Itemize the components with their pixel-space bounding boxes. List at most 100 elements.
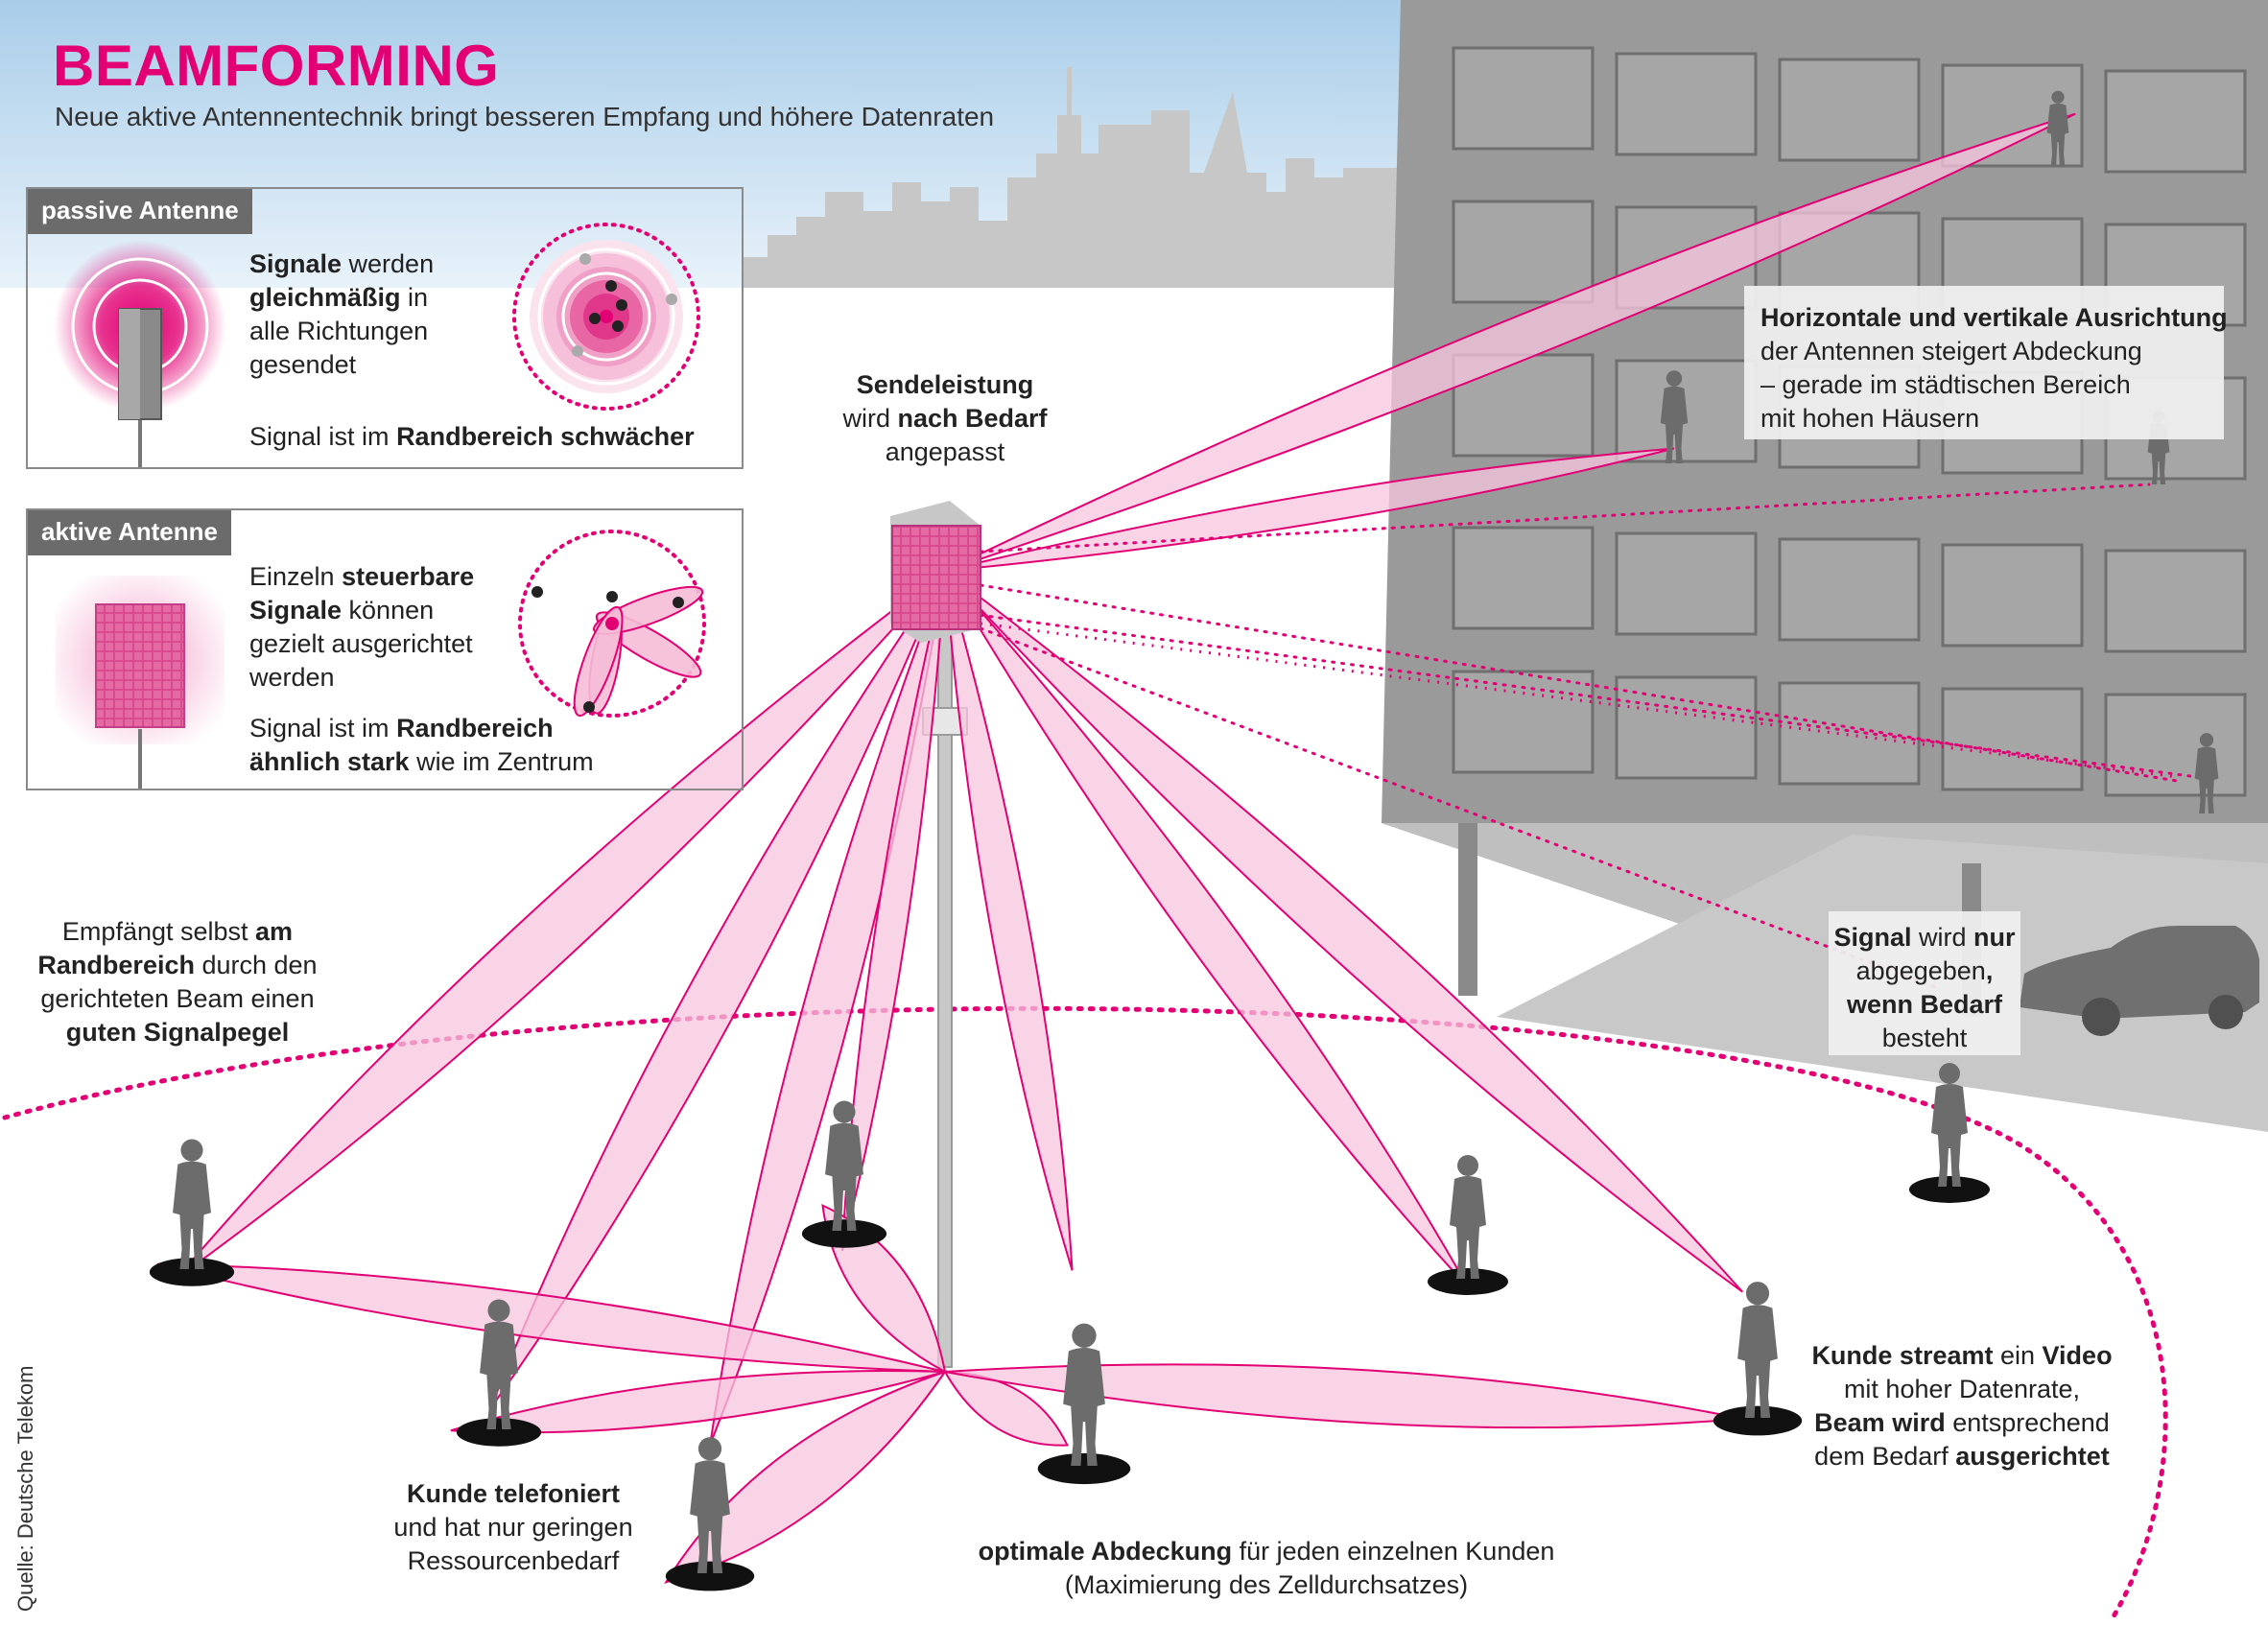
randbereich-a: Empfängt selbst (61, 917, 256, 946)
signal-beam (944, 570, 1744, 1293)
person-silhouette (1063, 1323, 1105, 1466)
building-window (1615, 52, 1758, 156)
person-silhouette (1737, 1282, 1778, 1418)
video-c: Video (2042, 1341, 2113, 1370)
active-coverage-diagram (518, 530, 706, 718)
passive-text-gesendet: gesendet (249, 350, 357, 379)
building-window (2104, 69, 2247, 174)
signal-beam (944, 112, 2076, 572)
passive-text-gleichmaessig: gleichmäßig (249, 283, 401, 312)
active-edge-text: Signal ist im Randbereich ähnlich stark … (249, 712, 594, 779)
bedarf-a: Signal (1833, 923, 1912, 952)
ausrichtung-d: mit hohen Häusern (1760, 404, 1980, 433)
person-shadow (149, 1258, 235, 1286)
building-window (1615, 531, 1758, 636)
passive-edge-a: Signal ist im (249, 422, 397, 451)
person-silhouette (1450, 1155, 1486, 1279)
randbereich-annotation: Empfängt selbst am Randbereich durch den… (29, 915, 326, 1049)
source-credit: Quelle: Deutsche Telekom (13, 1365, 37, 1612)
building-window (1615, 675, 1758, 780)
bedarf-box (1829, 911, 2020, 1055)
bedarf-annotation: Signal wird nur abgegeben, wenn Bedarf b… (1829, 921, 2020, 1055)
abdeckung-annotation: optimale Abdeckung für jeden einzelnen K… (969, 1535, 1564, 1602)
bedarf-e: , (1985, 956, 1994, 985)
telefon-a: Kunde telefoniert (406, 1479, 620, 1508)
city-skyline (744, 67, 1401, 288)
sendeleistung-b: wird (842, 404, 898, 433)
passive-text-signale: Signale (249, 249, 343, 278)
ausrichtung-a: Horizontale und vertikale Ausrichtung (1760, 303, 2228, 332)
bedarf-d: abgegeben (1855, 956, 1986, 985)
bedarf-b: wird (1911, 923, 1974, 952)
active-antenna-panel: aktive Antenne (26, 508, 744, 790)
sendeleistung-annotation: Sendeleistung wird nach Bedarf angepasst (806, 368, 1084, 469)
video-h: ausgerichtet (1955, 1442, 2110, 1471)
passive-description: Signale werden gleichmäßig in alle Richt… (249, 247, 434, 382)
passive-text-richtungen: alle Richtungen (249, 317, 429, 345)
passive-antenna-label: passive Antenne (28, 189, 252, 234)
sendeleistung-c: nach Bedarf (897, 404, 1048, 433)
active-edge-d: wie im Zentrum (409, 747, 594, 776)
building-window (2104, 693, 2247, 797)
person-shadow (1428, 1268, 1508, 1295)
signal-beam (944, 570, 1074, 1271)
building-window (1452, 526, 1595, 630)
telefon-annotation: Kunde telefoniert und hat nur geringen R… (355, 1477, 672, 1578)
building-window (2104, 549, 2247, 653)
randbereich-e: gerichteten Beam einen (40, 984, 315, 1013)
bedarf-c: nur (1973, 923, 2016, 952)
ausrichtung-annotation: Horizontale und vertikale Ausrichtung de… (1760, 301, 2228, 436)
abdeckung-a: optimale Abdeckung (978, 1537, 1233, 1566)
video-e: Beam wird (1814, 1408, 1946, 1437)
video-f: entsprechend (1945, 1408, 2110, 1437)
randbereich-b: am (255, 917, 294, 946)
active-text-gezielt: gezielt ausgerichtet (249, 629, 473, 658)
ausrichtung-box (1744, 286, 2224, 439)
building-window (1778, 681, 1921, 786)
telefon-b: und hat nur geringen (393, 1513, 633, 1542)
building-window (1778, 537, 1921, 642)
person-shadow (456, 1418, 542, 1447)
video-annotation: Kunde streamt ein Video mit hoher Datenr… (1804, 1339, 2120, 1473)
abdeckung-b: für jeden einzelnen Kunden (1232, 1537, 1555, 1566)
active-description: Einzeln steuerbare Signale können geziel… (249, 560, 474, 695)
passive-text-in: in (400, 283, 429, 312)
signal-beam (664, 1370, 948, 1584)
active-antenna-icon (56, 576, 224, 789)
active-antenna-array (890, 501, 981, 643)
signal-beams (156, 112, 2199, 1584)
dotted-beam (979, 583, 2185, 784)
building-window (1941, 543, 2084, 648)
car (2020, 926, 2259, 1019)
dotted-beam (979, 626, 1940, 990)
active-antenna-label: aktive Antenne (28, 510, 231, 555)
person-shadow (1713, 1405, 1803, 1436)
active-edge-b: Randbereich (396, 714, 554, 742)
abdeckung-c: (Maximierung des Zelldurchsatzes) (1064, 1570, 1469, 1599)
dotted-beam (979, 483, 2151, 554)
passive-text-werden: werden (342, 249, 435, 278)
person-shadow (665, 1561, 755, 1591)
signal-beam (944, 447, 1675, 572)
video-a: Kunde streamt (1811, 1341, 1994, 1370)
telefon-c: Ressourcenbedarf (407, 1546, 620, 1575)
person-shadow (1909, 1176, 1990, 1203)
active-text-steuerbare: steuerbare (342, 562, 475, 591)
page-subtitle: Neue aktive Antennentechnik bringt besse… (55, 102, 995, 131)
video-b: ein (1993, 1341, 2043, 1370)
sendeleistung-a: Sendeleistung (856, 370, 1034, 399)
randbereich-d: durch den (194, 951, 318, 979)
video-g: dem Bedarf (1814, 1442, 1956, 1471)
passive-edge-b: Randbereich schwächer (396, 422, 695, 451)
building-window (1778, 58, 1921, 162)
passive-antenna-icon (54, 240, 226, 468)
sendeleistung-d: angepasst (885, 437, 1005, 466)
randbereich-c: Randbereich (37, 951, 195, 979)
passive-edge-text: Signal ist im Randbereich schwächer (249, 420, 695, 454)
bedarf-f: wenn Bedarf (1846, 990, 2003, 1019)
randbereich-f: guten Signalpegel (65, 1018, 290, 1047)
bedarf-g: besteht (1881, 1024, 1968, 1052)
active-edge-c: ähnlich stark (249, 747, 410, 776)
person-shadow (1037, 1452, 1131, 1485)
